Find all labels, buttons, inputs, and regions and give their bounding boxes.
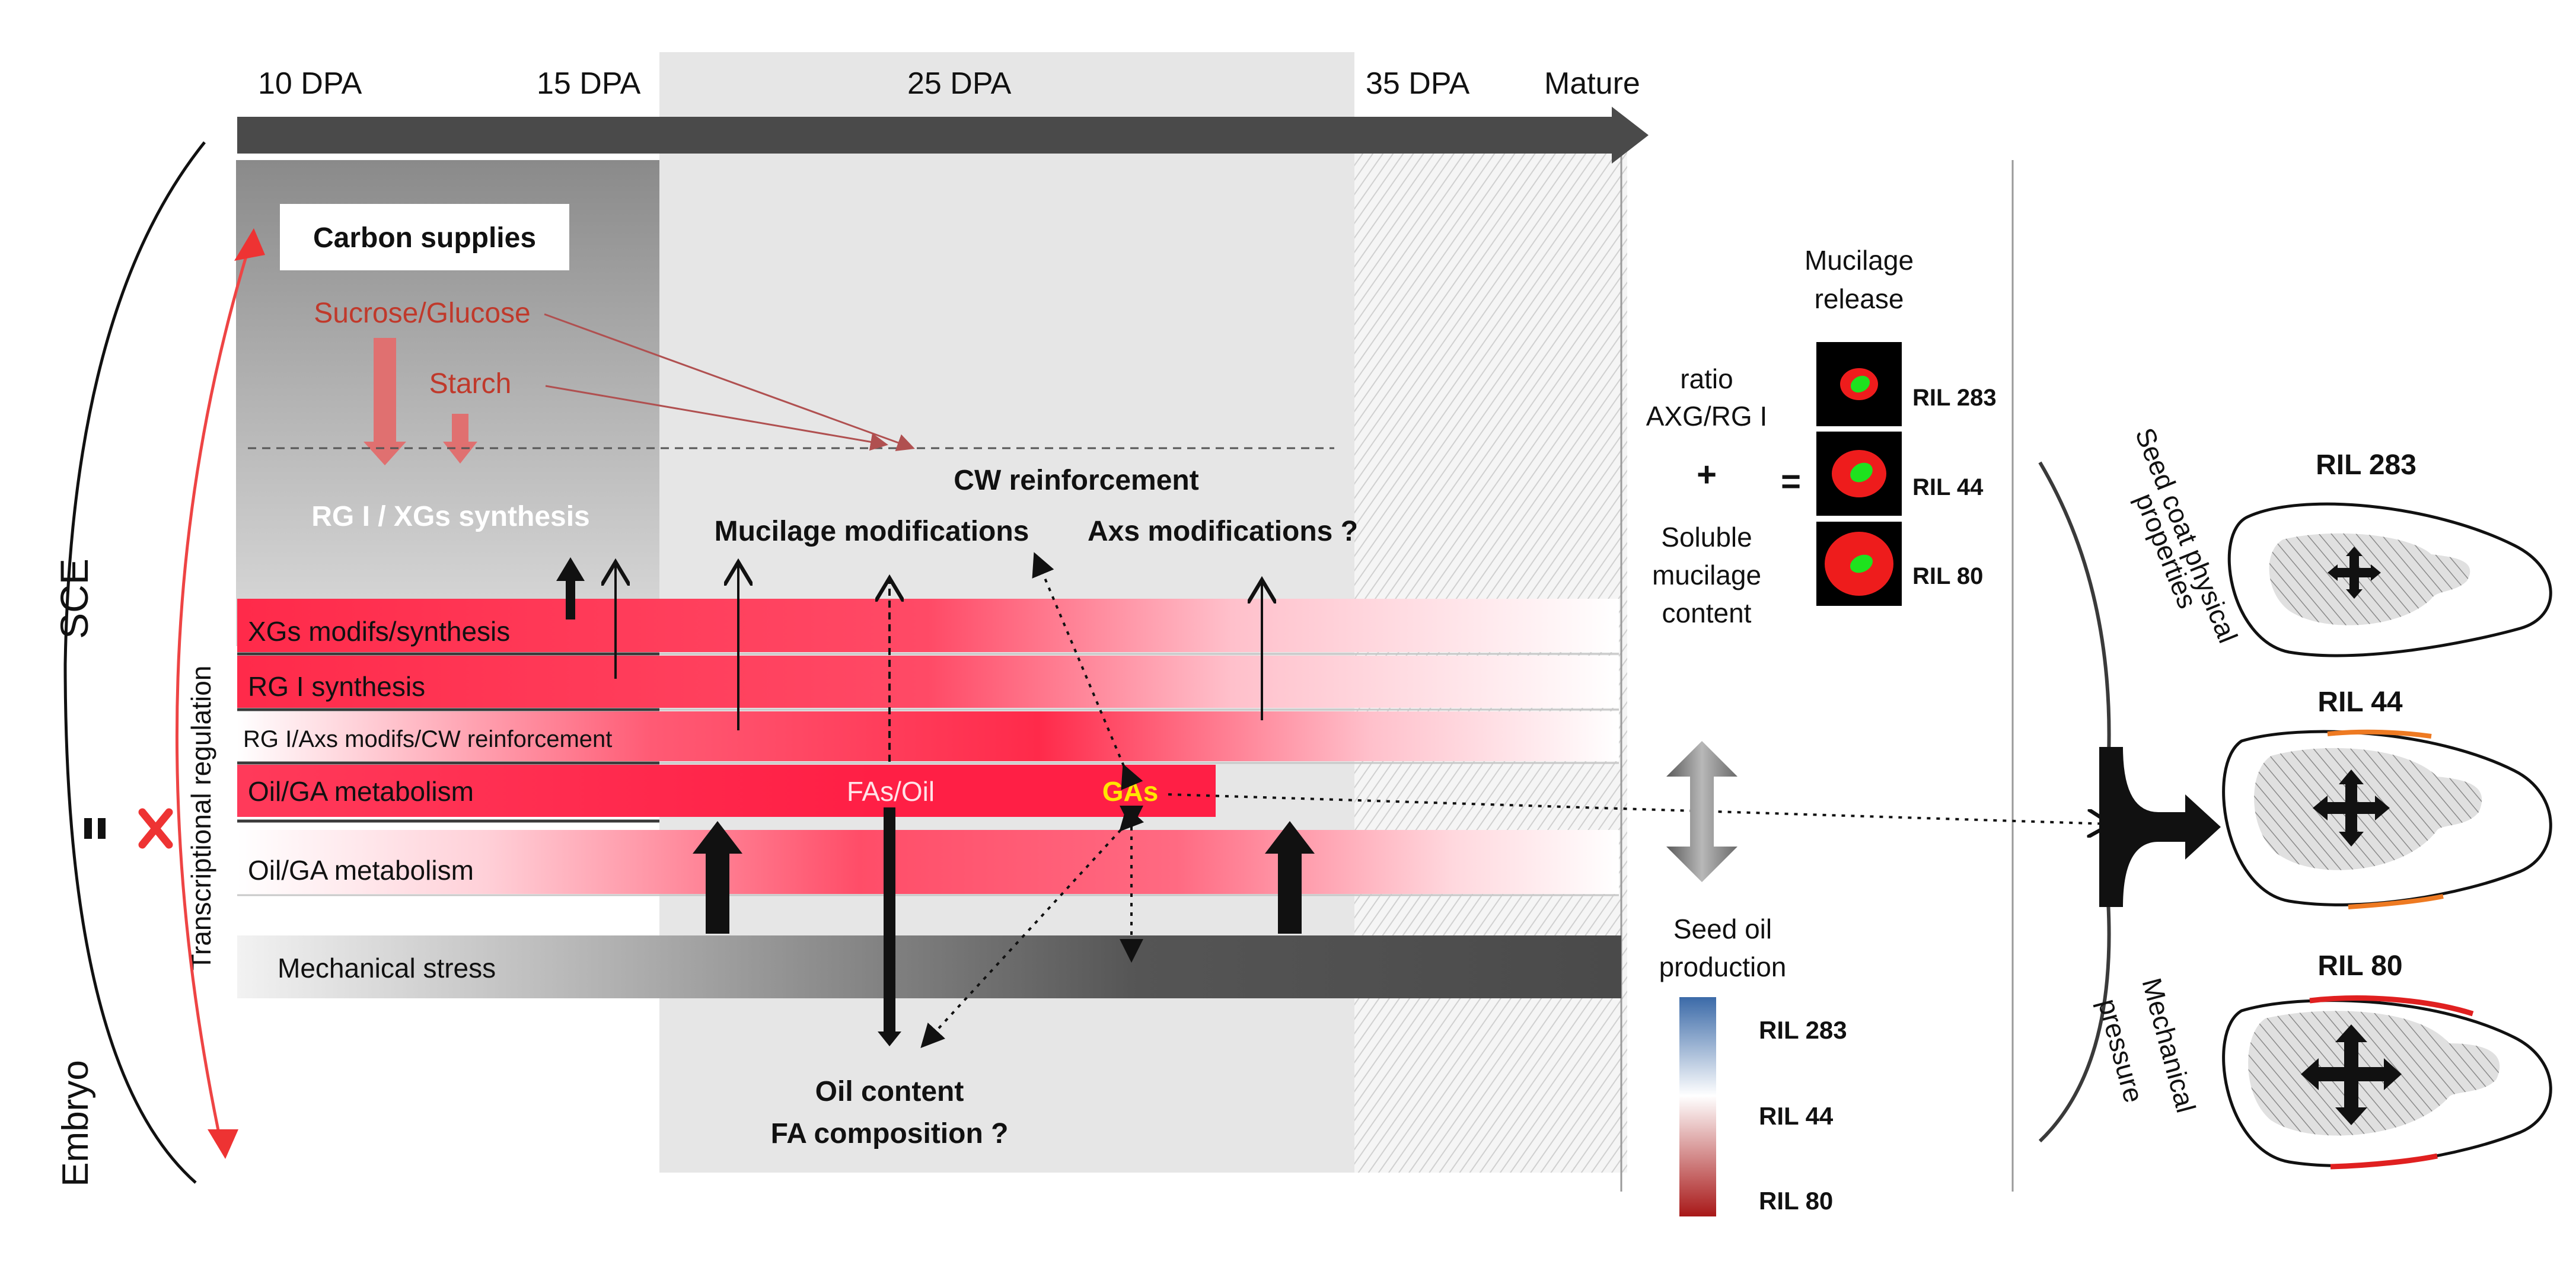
ratio-label: ratio <box>1680 363 1733 394</box>
seed-edge-bottom-80 <box>2330 1153 2438 1170</box>
content-label: content <box>1662 598 1752 628</box>
sucrose-to-cw-arrow <box>544 313 915 451</box>
band-separators <box>237 652 659 823</box>
gas-label: GAs <box>1102 776 1159 807</box>
production-label: production <box>1659 951 1787 982</box>
rg-xgs-synthesis-label: RG I / XGs synthesis <box>311 501 590 532</box>
seed-edge-top-44 <box>2327 729 2432 739</box>
sce-label: SCE <box>52 558 96 639</box>
oil-down-arrowhead <box>878 1032 901 1046</box>
seed-edge-top-80 <box>2309 995 2474 1017</box>
stage-10-dpa: 10 DPA <box>258 66 362 101</box>
mechanical-stress-label: Mechanical stress <box>278 953 496 983</box>
band-xgs <box>237 599 1619 652</box>
mucilage-image-44 <box>1816 432 1902 516</box>
mucilage-modifications-label: Mucilage modifications <box>715 516 1029 547</box>
band-rg1-axs <box>237 711 1619 761</box>
embryo-label: Embryo <box>55 1060 96 1187</box>
broken-link-icon <box>84 818 106 839</box>
regulation-label: Transcriptional regulation <box>186 666 216 971</box>
oil-color-scale <box>1679 997 1716 1216</box>
sucrose-label: Sucrose/Glucose <box>314 298 531 329</box>
seed-edge-bottom-44 <box>2348 894 2444 909</box>
expansion-cross-icon-80 <box>2301 1024 2402 1125</box>
starch-to-cw-arrow <box>545 385 888 451</box>
mechanical-pressure-line2: pressure <box>2092 995 2150 1106</box>
seed-title-44: RIL 44 <box>2317 686 2402 718</box>
band-xgs-label: XGs modifs/synthesis <box>248 616 510 647</box>
stage-35-dpa: 35 DPA <box>1366 66 1470 101</box>
stage-25-dpa: 25 DPA <box>907 66 1012 101</box>
release-title-line1: Mucilage <box>1805 245 1914 276</box>
release-title-line2: release <box>1815 283 1904 314</box>
gas-mucilage-dotted-link <box>1032 552 1143 790</box>
axs-modifications-label: Axs modifications ? <box>1088 516 1358 547</box>
expansion-cross-icon-283 <box>2328 547 2381 599</box>
carbon-title: Carbon supplies <box>313 222 536 254</box>
embryo-thick-up-arrow-left <box>693 821 742 934</box>
left-bracket <box>63 141 206 1184</box>
right-bracket <box>2038 461 2111 1143</box>
mucilage-image-283 <box>1816 342 1902 426</box>
sucrose-down-arrow <box>364 338 406 465</box>
seed-oil-label: Seed oil <box>1673 914 1772 944</box>
oil-down-bar <box>884 807 895 1033</box>
seed-title-283: RIL 283 <box>2316 449 2416 481</box>
scale-ril-44: RIL 44 <box>1759 1102 1834 1130</box>
timeline-stages: 10 DPA 15 DPA 25 DPA 35 DPA Mature <box>258 66 1640 101</box>
cw-reinforcement-label: CW reinforcement <box>954 465 1198 496</box>
embryo-thick-up-arrow-right <box>1265 821 1315 934</box>
oil-content-label: Oil content <box>815 1076 964 1107</box>
release-ril-80: RIL 80 <box>1912 563 1983 589</box>
starch-label: Starch <box>429 368 512 400</box>
starch-down-arrow <box>443 414 477 464</box>
mucilage-image-80 <box>1816 522 1902 606</box>
regulation-arrowhead-top <box>234 228 265 261</box>
release-ril-44: RIL 44 <box>1912 474 1984 500</box>
regulation-arrow <box>176 237 254 1151</box>
timeline-arrow <box>237 107 1649 164</box>
plus-sign: + <box>1697 455 1717 494</box>
release-ril-283: RIL 283 <box>1912 385 1997 411</box>
fa-composition-label: FA composition ? <box>771 1118 1009 1149</box>
band-oil-ga-sce-label: Oil/GA metabolism <box>248 776 474 807</box>
carbon-box <box>280 204 569 270</box>
rg-thick-up-arrow <box>556 557 585 619</box>
seed-title-80: RIL 80 <box>2317 950 2402 982</box>
stage-mature: Mature <box>1544 66 1640 101</box>
expansion-cross-icon-44 <box>2313 769 2390 847</box>
axg-rg-label: AXG/RG I <box>1646 401 1767 432</box>
band-rg1 <box>237 656 1619 708</box>
updown-arrow <box>1666 741 1737 882</box>
band-rg1-label: RG I synthesis <box>248 671 425 702</box>
stage-15-dpa: 15 DPA <box>537 66 641 101</box>
scale-ril-283: RIL 283 <box>1759 1016 1847 1044</box>
scale-ril-80: RIL 80 <box>1759 1187 1833 1215</box>
seed-embryo-283 <box>2269 533 2470 625</box>
band-rg1-axs-label: RG I/Axs modifs/CW reinforcement <box>243 726 612 752</box>
regulation-arrowhead-bottom <box>208 1129 238 1159</box>
equals-sign: = <box>1781 462 1801 501</box>
cross-icon <box>138 808 173 849</box>
soluble-label: Soluble <box>1661 522 1752 553</box>
mucilage-word-label: mucilage <box>1652 560 1761 590</box>
fas-oil-label: FAs/Oil <box>847 776 935 807</box>
band-oil-ga-embryo-label: Oil/GA metabolism <box>248 855 474 886</box>
gas-oil-dotted-link <box>920 806 1144 1048</box>
convergence-fork-icon <box>2099 747 2221 907</box>
